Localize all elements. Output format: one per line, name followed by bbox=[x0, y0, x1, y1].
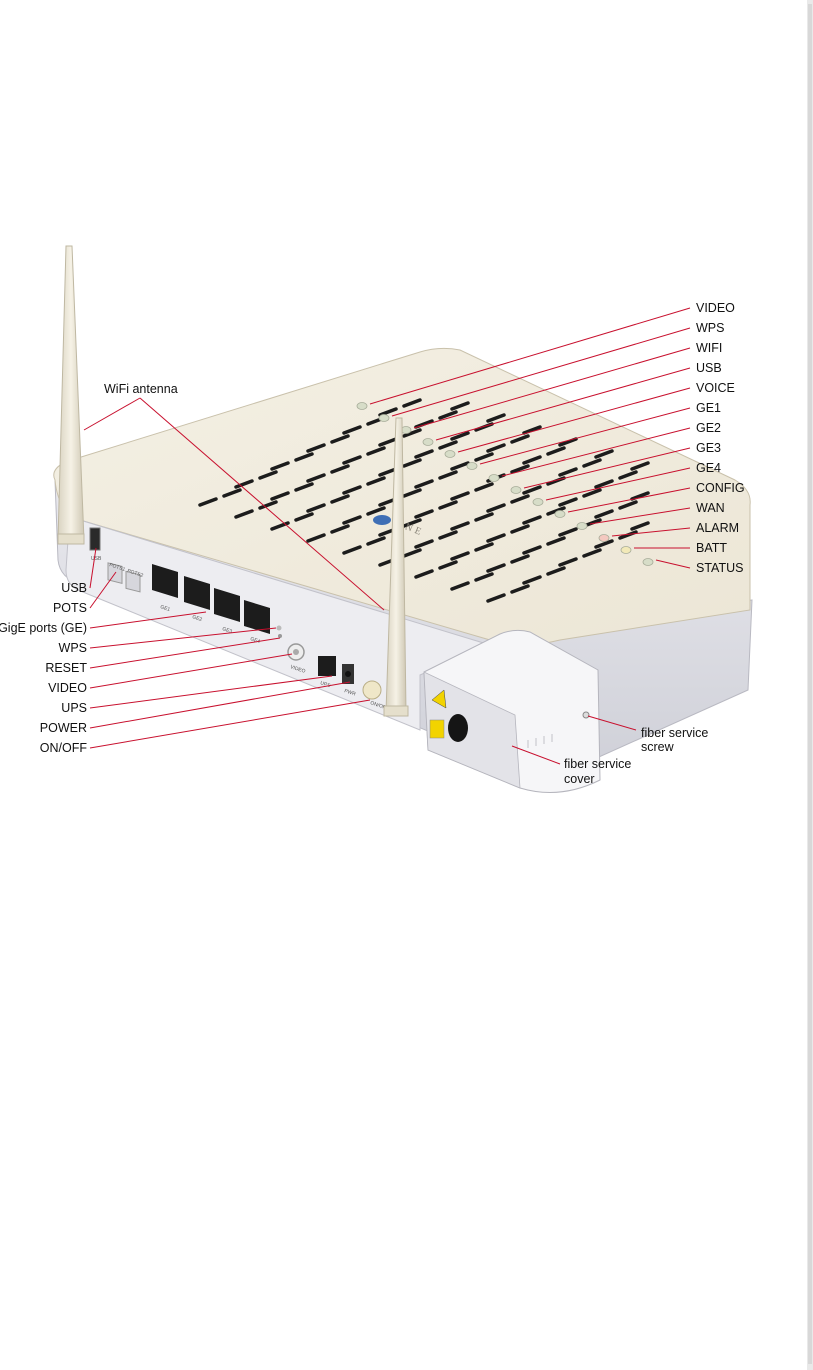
led-ge2 bbox=[489, 475, 499, 482]
label-led-wifi: WIFI bbox=[696, 341, 722, 355]
label-led-usb: USB bbox=[696, 361, 722, 375]
label-led-ge3: GE3 bbox=[696, 441, 721, 455]
label-rear-usb: USB bbox=[61, 581, 87, 595]
usb-port[interactable] bbox=[90, 528, 100, 550]
label-rear-video: VIDEO bbox=[48, 681, 87, 695]
led-ge1 bbox=[467, 463, 477, 470]
label-fiber-cover-line1: fiber service bbox=[564, 757, 631, 771]
label-rear-ups: UPS bbox=[61, 701, 87, 715]
left-antenna bbox=[58, 246, 84, 544]
laser-warning-label bbox=[430, 720, 444, 738]
ups-port[interactable] bbox=[318, 656, 336, 676]
label-led-voice: VOICE bbox=[696, 381, 735, 395]
label-rear-power: POWER bbox=[40, 721, 87, 735]
leader-rear-5 bbox=[90, 654, 292, 688]
label-led-status: STATUS bbox=[696, 561, 743, 575]
label-led-ge4: GE4 bbox=[696, 461, 721, 475]
label-led-video: VIDEO bbox=[696, 301, 735, 315]
fiber-service-screw[interactable] bbox=[583, 712, 589, 718]
label-led-alarm: ALARM bbox=[696, 521, 739, 535]
led-wan bbox=[577, 523, 587, 530]
label-led-wps: WPS bbox=[696, 321, 724, 335]
label-rear-wps: WPS bbox=[59, 641, 87, 655]
label-rear-reset: RESET bbox=[45, 661, 87, 675]
led-voice bbox=[445, 451, 455, 458]
led-alarm bbox=[599, 535, 609, 542]
led-usb bbox=[423, 439, 433, 446]
label-led-ge1: GE1 bbox=[696, 401, 721, 415]
label-led-ge2: GE2 bbox=[696, 421, 721, 435]
label-fiber-cover-line2: cover bbox=[564, 772, 595, 786]
led-wps bbox=[379, 415, 389, 422]
leader-rear-7 bbox=[90, 682, 350, 728]
led-ge3 bbox=[511, 487, 521, 494]
led-video bbox=[357, 403, 367, 410]
silk-usb: USB bbox=[91, 556, 102, 562]
label-rear-pots: POTS bbox=[53, 601, 87, 615]
label-fiber-screw-line2: screw bbox=[641, 740, 675, 754]
label-led-config: CONFIG bbox=[696, 481, 745, 495]
leader-rear-8 bbox=[90, 700, 370, 748]
label-led-wan: WAN bbox=[696, 501, 725, 515]
label-fiber-screw-line1: fiber service bbox=[641, 726, 708, 740]
wps-button[interactable] bbox=[277, 626, 282, 631]
led-batt bbox=[621, 547, 631, 554]
label-wifi-antenna: WiFi antenna bbox=[104, 382, 178, 396]
led-status bbox=[643, 559, 653, 566]
led-config bbox=[555, 511, 565, 518]
label-rear-on-off: ON/OFF bbox=[40, 741, 88, 755]
led-ge4 bbox=[533, 499, 543, 506]
leader-antenna-left bbox=[84, 398, 140, 430]
fiber-port bbox=[448, 714, 468, 742]
label-rear-gige: GigE ports (GE) bbox=[0, 621, 87, 635]
label-led-batt: BATT bbox=[696, 541, 727, 555]
reset-button[interactable] bbox=[278, 634, 282, 638]
on-off-button[interactable] bbox=[363, 681, 381, 699]
